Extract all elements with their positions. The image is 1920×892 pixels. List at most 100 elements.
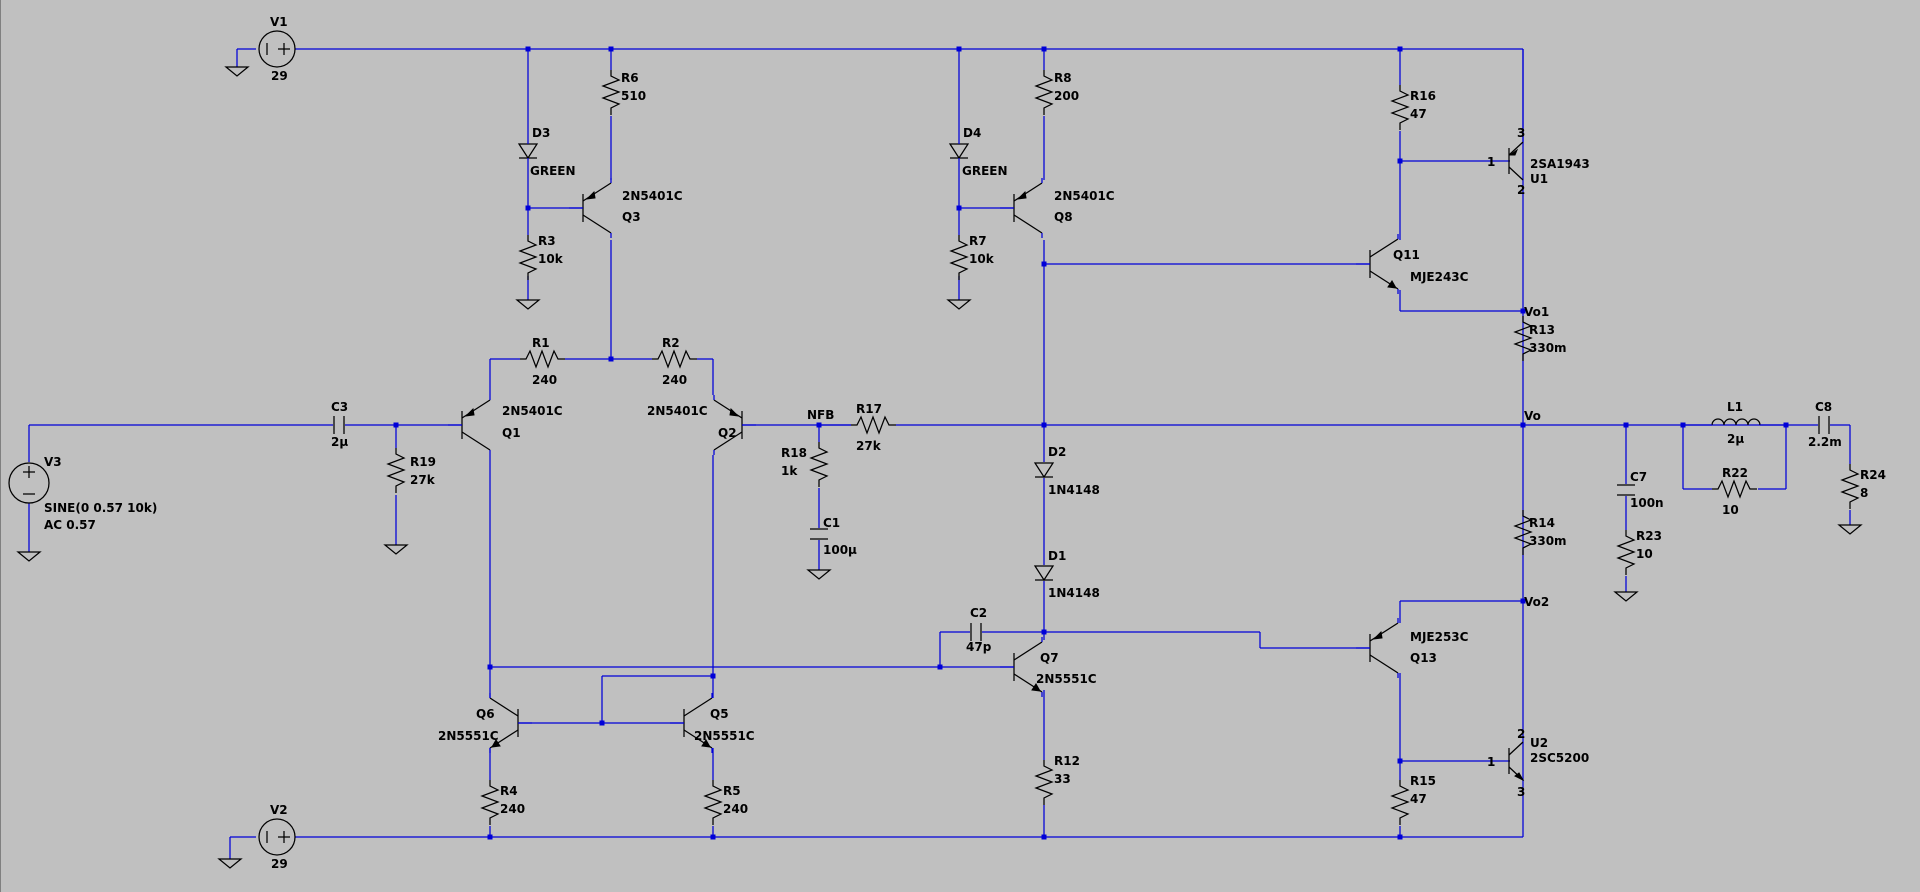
r6-name: R6 <box>621 71 639 85</box>
r4-name: R4 <box>500 784 518 798</box>
power-transistor-u1[interactable]: 3 1 2 2SA1943 U1 <box>1487 49 1590 197</box>
r22-name: R22 <box>1722 466 1748 480</box>
v2-name: V2 <box>270 803 288 817</box>
inductor-l1[interactable]: L1 2µ <box>1683 400 1786 446</box>
d1-name: D1 <box>1048 549 1066 563</box>
u1-pin-1: 1 <box>1487 155 1495 169</box>
v3-ac: AC 0.57 <box>44 518 96 532</box>
r2-name: R2 <box>662 336 680 350</box>
d3-value: GREEN <box>530 164 576 178</box>
r8-value: 200 <box>1054 89 1079 103</box>
r15-name: R15 <box>1410 774 1436 788</box>
capacitor-c7[interactable]: C7 100n <box>1617 470 1664 510</box>
capacitor-c3[interactable]: C3 2µ <box>331 400 348 449</box>
u1-name: U1 <box>1530 172 1548 186</box>
v3-name: V3 <box>44 455 62 469</box>
capacitor-c1[interactable]: C1 100µ <box>810 516 857 557</box>
q5-model: 2N5551C <box>694 729 755 743</box>
diode-d4[interactable]: D4 GREEN <box>948 126 1008 178</box>
net-vo2: Vo2 <box>1524 595 1549 609</box>
q5-name: Q5 <box>710 707 729 721</box>
c1-value: 100µ <box>823 543 857 557</box>
v1-value: 29 <box>271 69 288 83</box>
r5-value: 240 <box>723 802 748 816</box>
q8-model: 2N5401C <box>1054 189 1115 203</box>
u2-pin-3: 3 <box>1517 785 1525 799</box>
transistor-q5[interactable]: 2N5551C Q5 <box>670 693 755 753</box>
diode-d1[interactable]: D1 1N4148 <box>1033 549 1100 600</box>
r7-value: 10k <box>969 252 995 266</box>
voltage-source-v3[interactable]: V3 SINE(0 0.57 10k) AC 0.57 <box>8 455 157 532</box>
diode-d2[interactable]: D2 1N4148 <box>1033 445 1100 497</box>
c3-name: C3 <box>331 400 348 414</box>
ground-symbols <box>16 66 1863 869</box>
q11-name: Q11 <box>1393 248 1420 262</box>
u1-pin-3: 3 <box>1517 126 1525 140</box>
r6-value: 510 <box>621 89 646 103</box>
u2-name: U2 <box>1530 736 1548 750</box>
r3-value: 10k <box>538 252 564 266</box>
r17-name: R17 <box>856 402 882 416</box>
voltage-source-v2[interactable]: V2 29 <box>258 803 296 871</box>
net-vo1: Vo1 <box>1524 305 1549 319</box>
r13-value: 330m <box>1529 341 1567 355</box>
l1-name: L1 <box>1727 400 1743 414</box>
r23-name: R23 <box>1636 529 1662 543</box>
voltage-source-v1[interactable]: V1 29 <box>258 15 296 83</box>
u1-model: 2SA1943 <box>1530 157 1590 171</box>
power-transistor-u2[interactable]: 2 1 3 U2 2SC5200 <box>1487 727 1589 799</box>
q3-name: Q3 <box>622 210 641 224</box>
q1-model: 2N5401C <box>502 404 563 418</box>
c1-name: C1 <box>823 516 840 530</box>
q2-model: 2N5401C <box>647 404 708 418</box>
d4-name: D4 <box>963 126 981 140</box>
net-vo: Vo <box>1524 409 1541 423</box>
v1-name: V1 <box>270 15 288 29</box>
u2-pin-2: 2 <box>1517 727 1525 741</box>
transistor-q3[interactable]: 2N5401C Q3 <box>569 178 683 238</box>
r19-name: R19 <box>410 455 436 469</box>
net-nfb: NFB <box>807 408 834 422</box>
r22-value: 10 <box>1722 503 1739 517</box>
d2-value: 1N4148 <box>1048 483 1100 497</box>
v3-sine: SINE(0 0.57 10k) <box>44 501 157 515</box>
q3-model: 2N5401C <box>622 189 683 203</box>
r23-value: 10 <box>1636 547 1653 561</box>
capacitor-c2[interactable]: C2 47p <box>966 606 992 654</box>
c2-name: C2 <box>970 606 987 620</box>
resistor-r22[interactable]: R22 10 <box>1712 466 1757 517</box>
q6-name: Q6 <box>476 707 495 721</box>
capacitor-c8[interactable]: C8 2.2m <box>1808 400 1842 449</box>
diode-d3[interactable]: D3 GREEN <box>517 126 576 178</box>
c8-value: 2.2m <box>1808 435 1842 449</box>
r3-name: R3 <box>538 234 556 248</box>
q1-name: Q1 <box>502 426 521 440</box>
r24-value: 8 <box>1860 486 1868 500</box>
transistor-q1[interactable]: 2N5401C Q1 <box>448 395 563 455</box>
